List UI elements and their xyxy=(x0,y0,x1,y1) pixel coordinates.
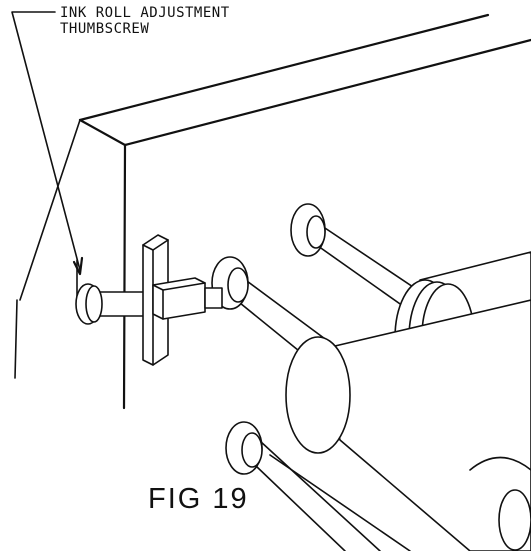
lower-roller xyxy=(285,299,531,551)
thumbscrew xyxy=(75,234,223,366)
callout-leader xyxy=(11,11,84,379)
callout-line1: INK ROLL ADJUSTMENT xyxy=(60,5,230,21)
bottom-shaft xyxy=(225,421,411,551)
callout-line2: THUMBSCREW xyxy=(60,21,149,37)
upper-shaft xyxy=(290,203,441,319)
figure-label: FIG 19 xyxy=(148,483,249,515)
